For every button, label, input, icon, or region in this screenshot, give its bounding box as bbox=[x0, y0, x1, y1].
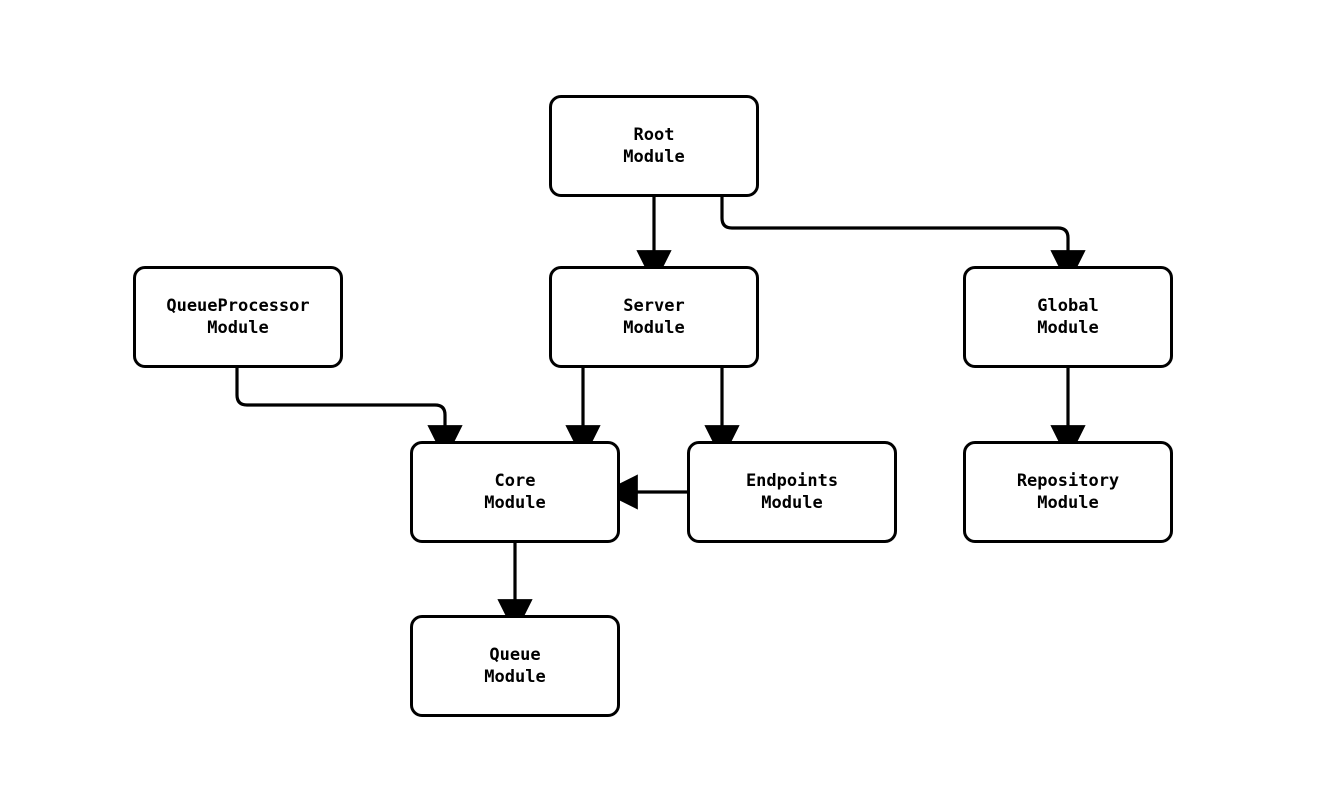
node-root[interactable]: Root Module bbox=[549, 95, 759, 197]
node-endpoints[interactable]: Endpoints Module bbox=[687, 441, 897, 543]
node-queue[interactable]: Queue Module bbox=[410, 615, 620, 717]
node-queue-label: Queue Module bbox=[484, 645, 546, 687]
node-repository[interactable]: Repository Module bbox=[963, 441, 1173, 543]
node-queueprocessor-label: QueueProcessor Module bbox=[166, 296, 310, 338]
node-server[interactable]: Server Module bbox=[549, 266, 759, 368]
node-repository-label: Repository Module bbox=[1016, 471, 1120, 513]
node-core[interactable]: Core Module bbox=[410, 441, 620, 543]
node-core-label: Core Module bbox=[484, 471, 546, 513]
edge-root-to-global bbox=[720, 197, 1086, 286]
node-queueprocessor[interactable]: QueueProcessor Module bbox=[133, 266, 343, 368]
node-root-label: Root Module bbox=[623, 125, 685, 167]
edge-queueprocessor-to-core bbox=[235, 368, 463, 461]
node-global-label: Global Module bbox=[1037, 296, 1099, 338]
node-global[interactable]: Global Module bbox=[963, 266, 1173, 368]
node-server-label: Server Module bbox=[623, 296, 685, 338]
node-endpoints-label: Endpoints Module bbox=[745, 471, 839, 513]
